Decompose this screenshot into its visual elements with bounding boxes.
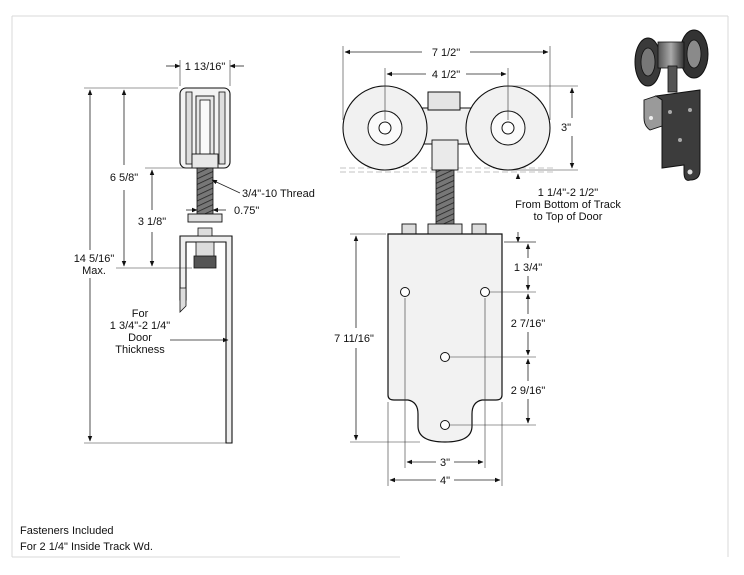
door-thickness-note: For 1 3/4"-2 1/4" Door Thickness bbox=[110, 308, 229, 356]
front-bolt-left bbox=[401, 223, 417, 235]
front-mounting-plate bbox=[387, 233, 503, 443]
label-door-note-2: 1 3/4"-2 1/4" bbox=[110, 320, 170, 332]
label-track-note-2: From Bottom of Track bbox=[515, 199, 621, 211]
label-thread-spec: 3/4"-10 Thread bbox=[242, 188, 315, 200]
label-overall-height: 14 5/16" bbox=[74, 253, 115, 265]
side-wheel bbox=[179, 87, 231, 169]
thread-callout: 3/4"-10 Thread bbox=[211, 179, 315, 200]
notes-block: Fasteners Included For 2 1/4" Inside Tra… bbox=[20, 525, 153, 553]
label-track-note-3: to Top of Door bbox=[534, 211, 603, 223]
dim-plate-width: 4" bbox=[387, 402, 503, 487]
label-wheel-height: 3" bbox=[561, 122, 571, 134]
label-door-note-1: For bbox=[132, 308, 149, 320]
thread-dia-callout: 0.75" bbox=[186, 205, 259, 217]
dim-hole-stack: 1 3/4" 2 7/16" 2 9/16" bbox=[450, 241, 546, 426]
plate-hole-center bbox=[440, 352, 450, 362]
front-wheel-left bbox=[342, 85, 428, 171]
track-door-note: 1 1/4"-2 1/2" From Bottom of Track to To… bbox=[504, 173, 621, 243]
dim-wheel-height: 3" bbox=[510, 85, 578, 171]
label-hole-dim-1: 1 3/4" bbox=[514, 262, 542, 274]
side-bracket bbox=[179, 227, 233, 444]
plate-hole-right bbox=[480, 287, 490, 297]
label-door-note-4: Thickness bbox=[115, 344, 165, 356]
side-nut-top bbox=[187, 213, 223, 223]
label-hole-dim-2: 2 7/16" bbox=[511, 318, 546, 330]
front-nut-center bbox=[427, 223, 463, 235]
label-thread-dia: 0.75" bbox=[234, 205, 259, 217]
label-stem-length: 3 1/8" bbox=[138, 216, 166, 228]
label-plate-width: 4" bbox=[440, 475, 450, 487]
dim-overall-height: 14 5/16" Max. bbox=[74, 87, 226, 444]
front-top-nut bbox=[427, 91, 461, 111]
dim-plate-height: 7 11/16" bbox=[334, 233, 420, 443]
dim-stem-length: 3 1/8" bbox=[138, 167, 195, 267]
side-view: 1 13/16" 14 5/16" Max. 6 5/8" 3 1/8" bbox=[74, 60, 315, 444]
dim-wheel-spacing: 4 1/2" bbox=[384, 68, 509, 120]
label-plate-height: 7 11/16" bbox=[334, 333, 374, 345]
label-wheel-to-bracket: 6 5/8" bbox=[110, 172, 138, 184]
label-overall-height-max: Max. bbox=[82, 265, 106, 277]
label-hole-dim-3: 2 9/16" bbox=[511, 385, 546, 397]
front-threaded-stem bbox=[435, 169, 455, 227]
label-overall-width: 7 1/2" bbox=[432, 47, 460, 59]
dim-overall-width: 7 1/2" bbox=[342, 46, 551, 120]
label-hole-spacing: 3" bbox=[440, 457, 450, 469]
label-wheel-width: 1 13/16" bbox=[185, 61, 226, 73]
sheet-frame bbox=[11, 15, 729, 558]
dim-hole-spacing: 3" bbox=[404, 298, 486, 469]
note-fasteners: Fasteners Included bbox=[20, 525, 114, 537]
label-wheel-spacing: 4 1/2" bbox=[432, 69, 460, 81]
note-track-width: For 2 1/4" Inside Track Wd. bbox=[20, 541, 153, 553]
side-threaded-stem bbox=[196, 167, 214, 215]
plate-hole-bottom bbox=[440, 420, 450, 430]
label-track-note-1: 1 1/4"-2 1/2" bbox=[538, 187, 598, 199]
dim-wheel-width: 1 13/16" bbox=[166, 60, 244, 86]
front-bolt-right bbox=[471, 223, 487, 235]
hardware-render bbox=[634, 29, 709, 181]
dim-wheel-to-bracket: 6 5/8" bbox=[110, 89, 192, 269]
front-view: 7 1/2" 4 1/2" 3" 1 1/4"-2 1/2" From Bott… bbox=[334, 46, 621, 487]
label-door-note-3: Door bbox=[128, 332, 152, 344]
plate-hole-left bbox=[400, 287, 410, 297]
front-body bbox=[431, 139, 459, 171]
